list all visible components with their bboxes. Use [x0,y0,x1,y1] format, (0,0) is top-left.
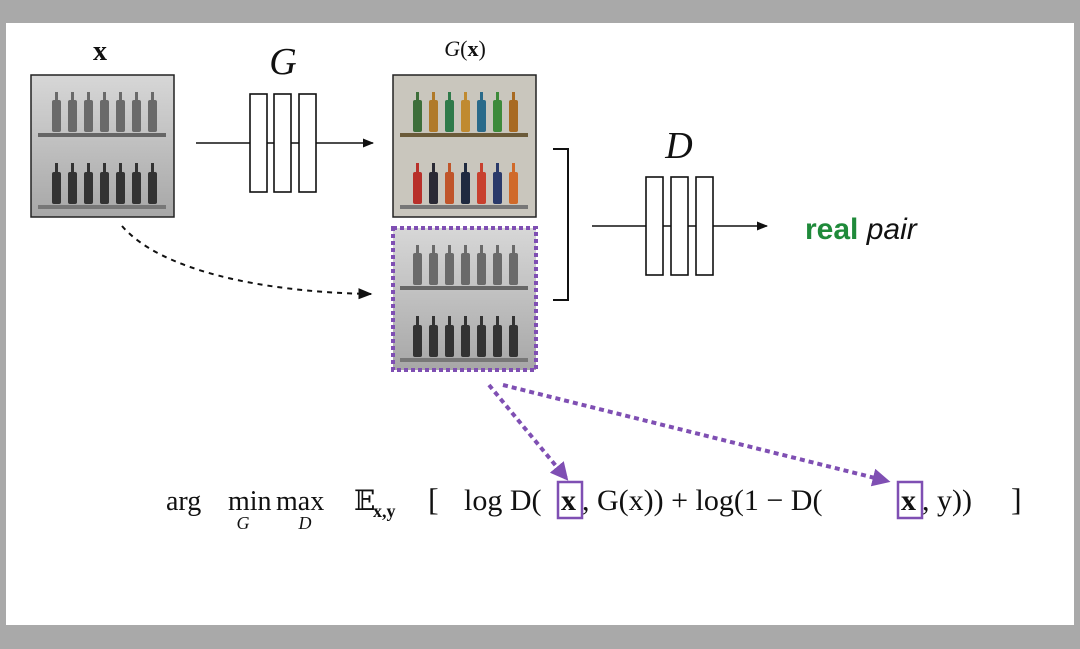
x-highlight-box-1 [556,480,584,520]
discriminator-label: D [664,125,692,167]
x-highlight-box-2 [896,480,924,520]
purple-arrow-1 [487,383,569,481]
slide-background [6,23,1074,625]
eq-close-bracket: ] [1011,481,1022,517]
generated-image [392,74,537,218]
eq-max: max [276,486,324,517]
eq-arg: arg [166,486,201,517]
eq-term1: log D( [464,484,542,517]
output-label: real pair [805,213,918,246]
output-pair: pair [866,213,918,246]
discriminator-network [645,176,714,276]
output-real: real [805,213,858,246]
eq-min: min [228,486,272,517]
eq-term2b: , y)) [922,484,972,517]
input-label: x [93,36,107,67]
input-image [30,74,175,218]
eq-open-bracket: [ [428,481,439,517]
objective-equation: arg min G max D 𝔼 x,y [ log D( x , G(x))… [166,480,1022,533]
eq-x1: x [561,484,576,517]
eq-min-sub: G [237,513,250,533]
eq-expect: 𝔼 [354,486,375,517]
copy-arrow [121,225,373,300]
generator-label: G [269,41,296,83]
highlight-border [391,226,538,372]
generator-network [249,93,317,193]
generated-label: G(x) [444,36,486,61]
eq-max-sub: D [298,513,312,533]
eq-expect-sub: x,y [373,501,396,521]
eq-x2: x [901,484,916,517]
purple-arrow-2 [502,383,891,487]
copied-input-image [391,226,538,372]
eq-term1b: , G(x)) + log(1 − D( [582,484,822,517]
pair-bracket [553,148,569,301]
